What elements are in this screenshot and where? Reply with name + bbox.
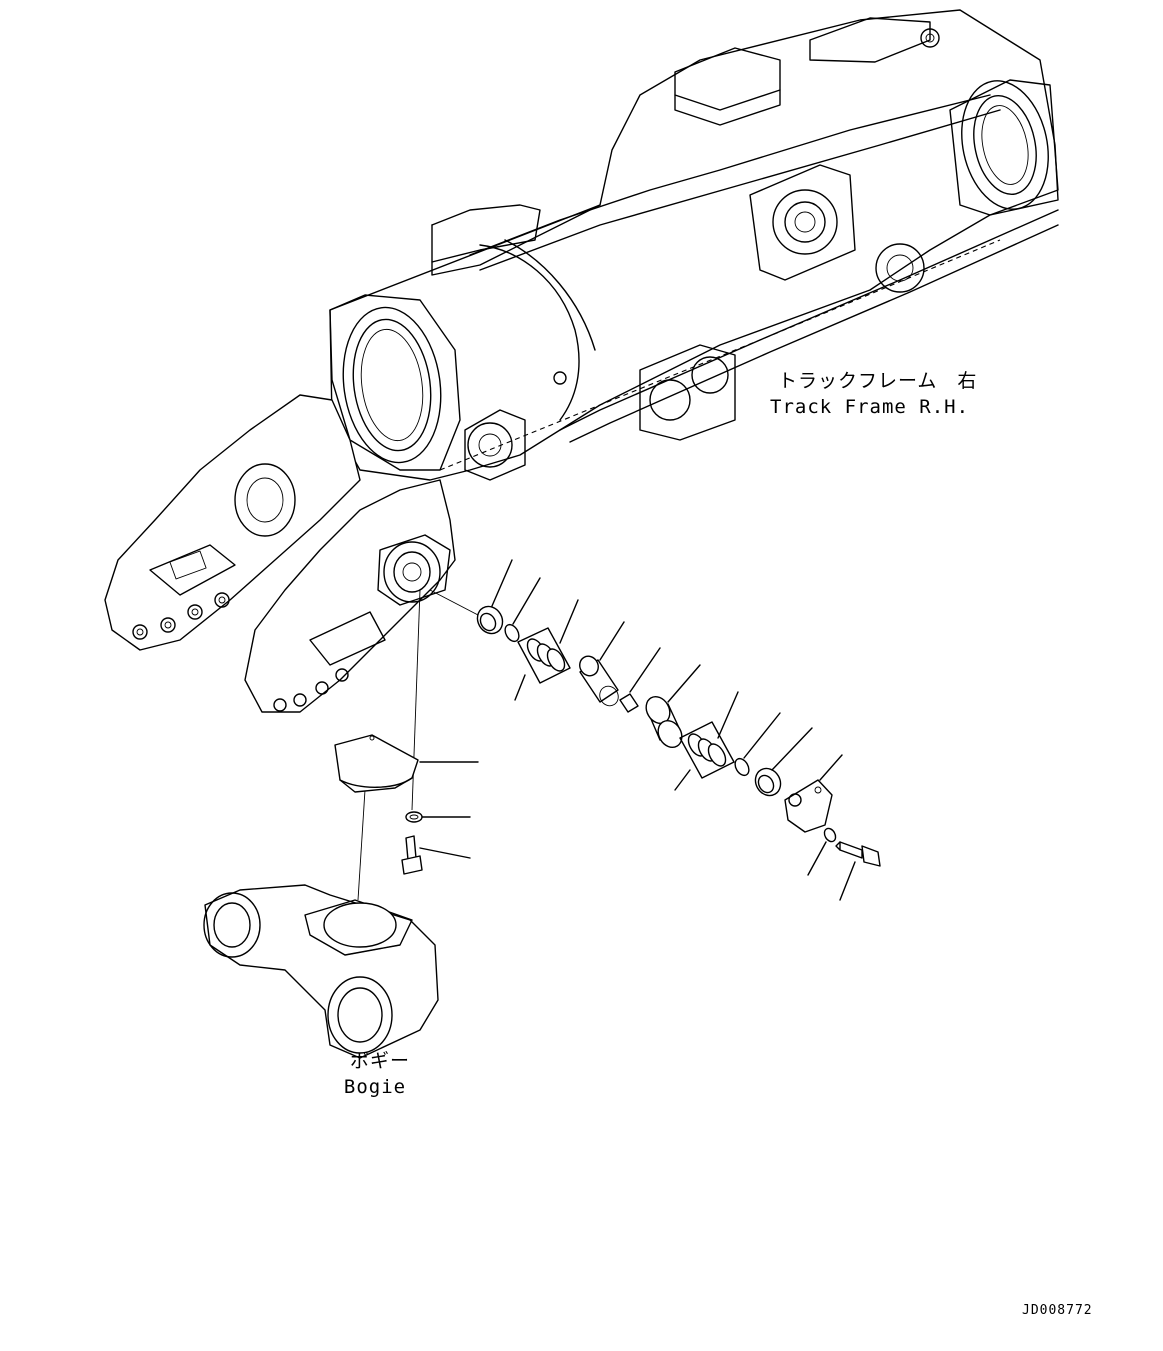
track-frame-label-en: Track Frame R.H. bbox=[770, 396, 970, 418]
bushing-part bbox=[476, 605, 504, 635]
pin-part bbox=[579, 655, 619, 707]
exploded-parts bbox=[476, 559, 881, 901]
track-frame-main-body bbox=[329, 9, 1059, 481]
bogie-label-jp: ボギー bbox=[349, 1050, 410, 1072]
seal-set-part bbox=[517, 627, 571, 684]
track-frame bbox=[104, 9, 1059, 713]
washer-part bbox=[823, 827, 837, 843]
bogie-bolt-part bbox=[401, 835, 423, 875]
assembly-axis-line bbox=[429, 589, 479, 616]
track-frame-label-jp: トラックフレーム 右 bbox=[778, 370, 978, 392]
bolt-part bbox=[835, 841, 881, 867]
cover-plate-part bbox=[784, 779, 833, 833]
bogie-body bbox=[204, 884, 439, 1059]
bogie-cover-group bbox=[203, 589, 479, 1059]
large-bushing-part bbox=[645, 695, 683, 749]
o-ring-part-2 bbox=[734, 757, 750, 777]
o-ring-part bbox=[504, 623, 520, 643]
seal-set-part-2 bbox=[679, 721, 735, 779]
plug-part bbox=[619, 693, 639, 713]
bogie-label-en: Bogie bbox=[343, 1076, 407, 1098]
bogie-washer-part bbox=[405, 811, 423, 823]
bushing-part-2 bbox=[754, 767, 782, 797]
drawing-code: JD008772 bbox=[1022, 1303, 1093, 1318]
